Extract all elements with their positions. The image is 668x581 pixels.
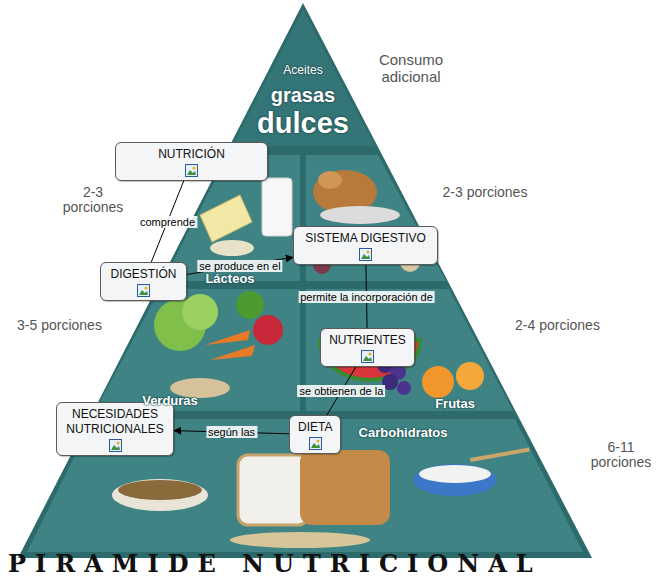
concept-text: DIGESTIÓN [109, 267, 178, 282]
food-group-label: Aceites [263, 64, 343, 77]
concept-box: SISTEMA DIGESTIVO [293, 226, 438, 265]
portion-label: 2-3 porciones [440, 185, 530, 200]
image-icon [185, 164, 198, 177]
portion-label: 2-4 porciones [510, 318, 605, 333]
vegetable-food [154, 291, 283, 398]
pyramid-body [18, 3, 592, 558]
concept-text: DIETA [298, 420, 332, 435]
concept-text: NUTRIENTES [329, 333, 406, 348]
grain-food [112, 448, 530, 548]
linking-phrase: se obtienen de la [297, 385, 385, 397]
concept-text: NUTRICIÓN [124, 147, 259, 162]
linking-phrase: según las [206, 426, 257, 438]
dairy-food [200, 178, 292, 256]
concept-box: NUTRIENTES [320, 328, 415, 367]
food-group-label: grasas [253, 84, 353, 106]
concept-box: NUTRICIÓN [115, 142, 268, 181]
food-group-label: Verduras [130, 394, 210, 408]
linking-phrase: comprende [138, 216, 197, 228]
linking-phrase: permite la incorporación de [298, 291, 435, 303]
image-icon [137, 284, 150, 297]
food-group-label: Lácteos [200, 272, 260, 286]
concept-box: DIGESTIÓN [100, 262, 187, 301]
diagram-title: PIRAMIDE NUTRICIONAL [8, 552, 542, 576]
pyramid-top [232, 10, 375, 146]
linking-phrase: se produce en el [197, 260, 282, 272]
portion-label: Consumo adicional [356, 52, 466, 85]
image-icon [109, 439, 122, 452]
food-group-label: dulces [238, 108, 368, 140]
concept-box: NECESIDADES NUTRICIONALES [56, 402, 174, 456]
portion-label: 2-3 porciones [58, 185, 128, 216]
food-group-label: Carbohidratos [348, 426, 458, 440]
food-group-label: Frutas [420, 397, 490, 411]
image-icon [359, 248, 372, 261]
concept-text: SISTEMA DIGESTIVO [302, 231, 429, 246]
concept-text: NECESIDADES NUTRICIONALES [65, 407, 165, 437]
vegetable-panel [95, 289, 300, 411]
image-icon [361, 350, 374, 363]
image-icon [309, 437, 322, 450]
portion-label: 6-11 porciones [578, 440, 664, 471]
portion-label: 3-5 porciones [12, 318, 107, 333]
concept-box: DIETA [289, 415, 341, 454]
